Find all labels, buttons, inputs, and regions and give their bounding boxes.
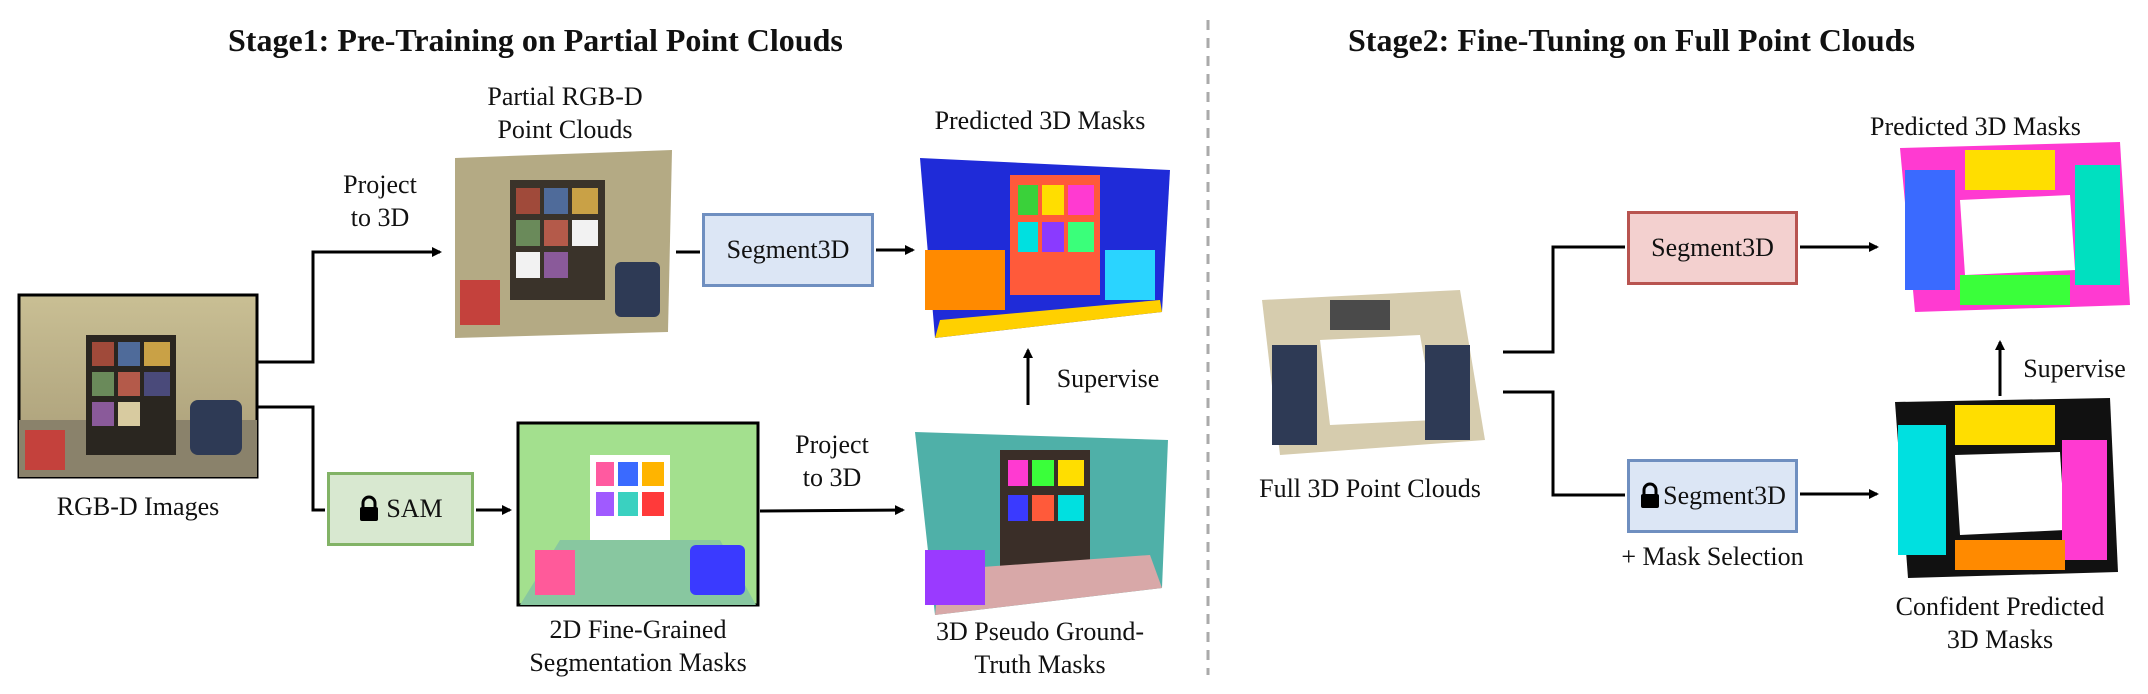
rgbd-images-label: RGB-D Images [56,492,220,521]
stage2-predicted-masks-image [1900,142,2130,312]
sam-box-label: SAM [386,494,443,523]
full-point-cloud-image [1262,290,1485,455]
project-to-3d-bottom-label: Project to 3D [795,430,869,492]
pseudo-gt-label: 3D Pseudo Ground- Truth Masks [936,617,1144,679]
partial-clouds-label: Partial RGB-D Point Clouds [487,82,643,144]
arrow-project-to-3d-top [257,247,442,364]
confident-masks-label: Confident Predicted 3D Masks [1895,592,2105,654]
supervise-label-stage1: Supervise [1056,364,1160,393]
stage2-title: Stage2: Fine-Tuning on Full Point Clouds [1348,22,1915,58]
sam-box: SAM [327,472,474,546]
lock-icon [360,495,379,521]
partial-point-cloud-image [455,150,672,338]
fine-grained-masks-image [516,421,760,607]
frozen-segment3d-label: Segment3D [1663,481,1786,510]
project-to-3d-top-label: Project to 3D [343,170,417,232]
segment3d-box: Segment3D [702,213,874,287]
predicted-masks-image [920,158,1170,338]
lock-icon [1641,482,1660,508]
rgbd-image [17,293,259,479]
full-clouds-label: Full 3D Point Clouds [1259,474,1481,503]
arrow-project-to-3d-bottom [759,505,905,516]
arrow-cloud-to-segment3d-stage2 [1503,245,1625,354]
stage2-predicted-masks-label: Predicted 3D Masks [1870,112,2081,141]
predicted-masks-label: Predicted 3D Masks [934,106,1146,135]
stage1-title: Stage1: Pre-Training on Partial Point Cl… [228,22,843,58]
arrow-cloud-to-frozen-segment3d [1503,390,1625,497]
supervise-label-stage2: Supervise [2023,354,2126,383]
confident-masks-image [1895,398,2118,578]
fine-masks-label: 2D Fine-Grained Segmentation Masks [529,615,747,677]
pseudo-gt-masks-image [915,432,1168,615]
frozen-segment3d-box: Segment3D [1627,459,1798,533]
stage2-segment3d-label: Segment3D [1651,233,1774,262]
segment3d-box-label: Segment3D [726,235,850,264]
arrow-image-to-sam [257,405,325,512]
mask-selection-label: + Mask Selection [1621,542,1804,571]
stage2-segment3d-box: Segment3D [1627,211,1798,285]
